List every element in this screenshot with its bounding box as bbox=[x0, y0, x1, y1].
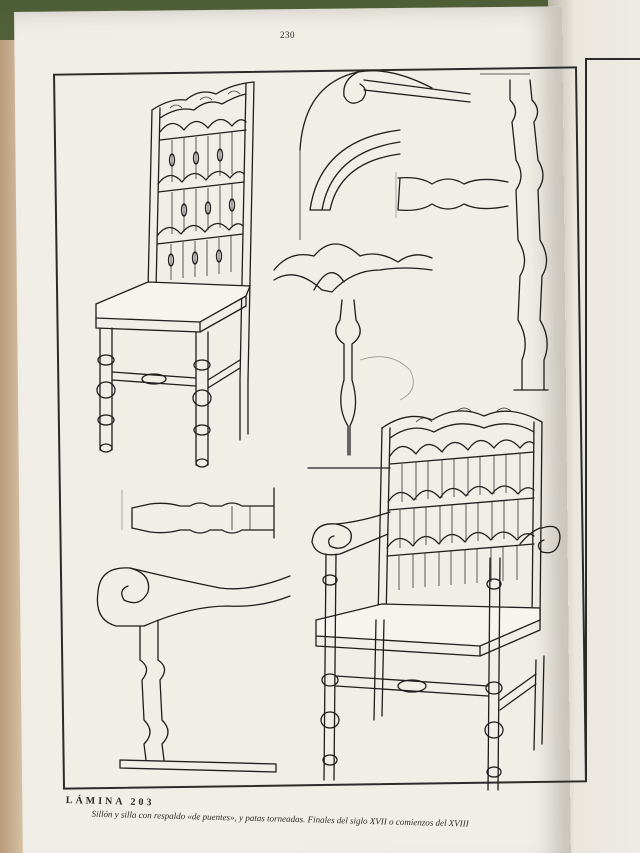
armchair-illustration bbox=[311, 407, 561, 791]
page-number: 230 bbox=[280, 30, 295, 40]
armrest-scroll-detail bbox=[96, 567, 291, 773]
horizontal-spindle-detail bbox=[121, 487, 275, 539]
side-chair-illustration bbox=[95, 81, 255, 468]
stretcher-detail bbox=[273, 243, 433, 469]
arm-scroll-detail bbox=[299, 70, 471, 240]
arch-profile-detail bbox=[309, 129, 401, 211]
plate-drawings bbox=[95, 70, 561, 791]
turned-leg-detail bbox=[395, 73, 549, 391]
right-page-plate-frame bbox=[585, 58, 640, 780]
